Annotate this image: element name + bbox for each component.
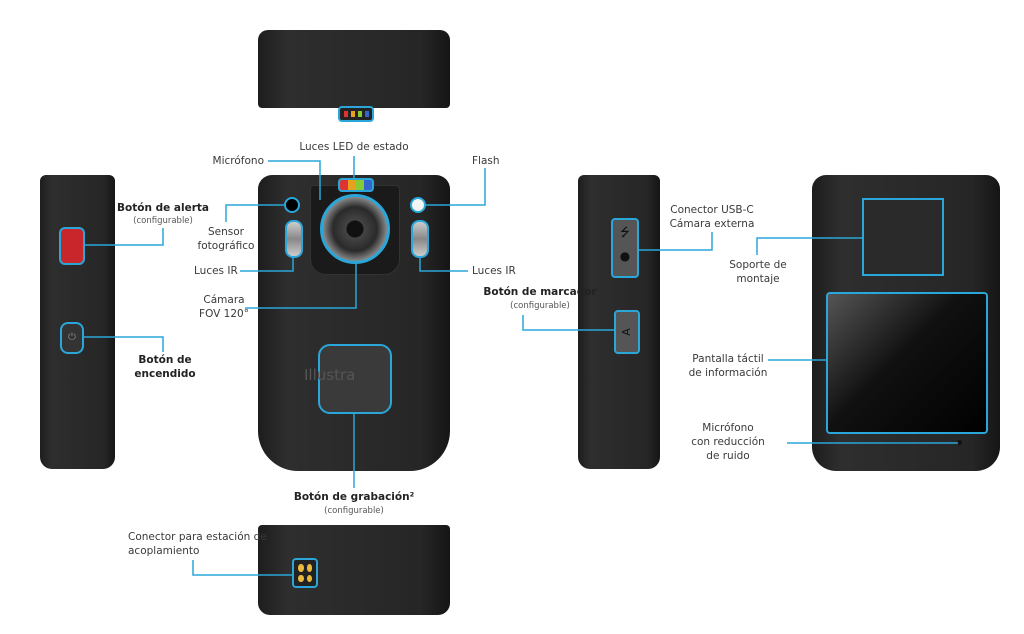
marker-key-label: A [620, 328, 633, 336]
power-button[interactable]: ⏻ [60, 322, 84, 354]
ir-lights-right [411, 220, 429, 258]
camera-lens [320, 194, 390, 264]
label-record-button: Botón de grabación² [293, 491, 415, 503]
label-touch-screen: Pantalla táctil de información [689, 352, 768, 380]
label-power-line2: encendido [134, 368, 196, 380]
label-noise-mic-line2: con reducción [691, 436, 765, 448]
label-ir-right: Luces IR [472, 265, 516, 277]
label-photo-sensor-line1: Sensor [207, 226, 244, 238]
label-noise-mic: Micrófono con reducción de ruido [691, 421, 765, 463]
label-dock-line1: Conector para estación de [128, 531, 267, 543]
label-usb-line1: Conector USB-C [670, 204, 754, 216]
port-dot-icon: ● [619, 249, 631, 263]
label-dock-connector: Conector para estación de acoplamiento [128, 530, 267, 558]
marker-button[interactable]: A [614, 310, 640, 354]
label-power-line1: Botón de [138, 354, 192, 366]
usb-icon: ⭍ [620, 225, 630, 239]
alert-button[interactable] [59, 227, 85, 265]
label-ir-left: Luces IR [194, 265, 238, 277]
ir-lights-left [285, 220, 303, 258]
camera-bottom-view [258, 525, 450, 615]
label-record-configurable: (configurable) [324, 506, 384, 516]
camera-top-view [258, 30, 450, 108]
status-led-strip [338, 106, 374, 122]
usb-c-port-cover[interactable]: ⭍● [611, 218, 639, 278]
label-mount-line1: Soporte de [729, 259, 787, 271]
label-camera-line2: FOV 120° [199, 308, 249, 320]
label-alert-button: Botón de alerta [117, 202, 209, 214]
label-screen-line1: Pantalla táctil [692, 353, 764, 365]
label-status-leds: Luces LED de estado [299, 141, 409, 153]
label-usb-c: Conector USB-C Cámara externa [670, 203, 755, 231]
label-photo-sensor: Sensor fotográfico [198, 225, 255, 253]
label-dock-line2: acoplamiento [128, 545, 200, 557]
label-noise-mic-line1: Micrófono [702, 422, 754, 434]
dock-connector [292, 558, 318, 588]
mount-clip [862, 198, 944, 276]
label-usb-line2: Cámara externa [669, 218, 755, 230]
label-microphone: Micrófono [212, 155, 264, 167]
label-mount-line2: montaje [736, 273, 780, 285]
label-marker-button: Botón de marcador [483, 286, 597, 298]
flash-light [410, 197, 426, 213]
label-flash: Flash [472, 155, 500, 167]
touch-screen[interactable] [826, 292, 988, 434]
front-led-indicator [338, 178, 374, 192]
label-marker-configurable: (configurable) [510, 301, 570, 311]
photo-sensor [284, 197, 300, 213]
record-button[interactable] [318, 344, 392, 414]
label-photo-sensor-line2: fotográfico [197, 240, 255, 252]
label-noise-mic-line3: de ruido [706, 450, 750, 462]
brand-logo: Illustra [304, 366, 356, 384]
label-alert-configurable: (configurable) [133, 216, 193, 226]
noise-reduction-mic [957, 440, 962, 445]
label-screen-line2: de información [688, 367, 768, 379]
label-power-button: Botón de encendido [134, 353, 195, 381]
label-camera-line1: Cámara [203, 294, 245, 306]
label-mount: Soporte de montaje [729, 258, 787, 286]
